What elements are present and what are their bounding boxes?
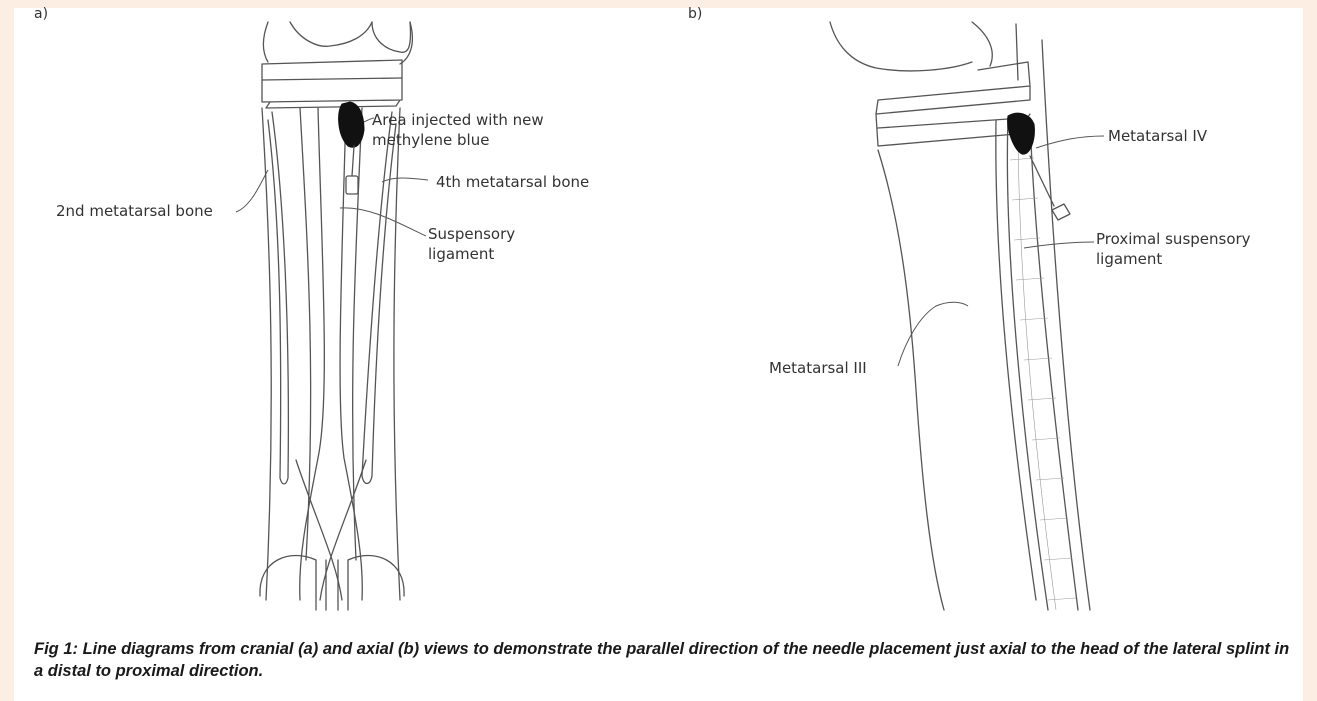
panel-b-drawing: [830, 22, 1104, 610]
label-metatarsal-iii: Metatarsal III: [769, 358, 867, 378]
label-proximal-suspensory: Proximal suspensory ligament: [1096, 229, 1251, 269]
tarsal-block-b: [876, 86, 1030, 114]
needle-a: [352, 146, 354, 176]
metatarsal-shaft-left: [262, 108, 271, 600]
metatarsal-shaft-right: [394, 108, 400, 600]
tarsal-bone-mid: [290, 22, 372, 46]
label-injection-area: Area injected with new methylene blue: [372, 110, 544, 150]
label-suspensory-ligament: Suspensory ligament: [428, 224, 515, 264]
metatarsal-iii-outline: [878, 150, 944, 610]
figure-panel: a) b) Area injected with new methylene b…: [14, 8, 1303, 701]
label-metatarsal-iv: Metatarsal IV: [1108, 126, 1207, 146]
label-4th-metatarsal: 4th metatarsal bone: [436, 172, 589, 192]
figure-caption: Fig 1: Line diagrams from cranial (a) an…: [34, 638, 1294, 682]
dye-area-a: [339, 102, 364, 147]
line-diagram: [14, 8, 1303, 633]
panel-b-letter: b): [688, 6, 702, 22]
splint-4th: [362, 112, 396, 484]
tarsal-bone-left: [264, 22, 269, 62]
panel-a-letter: a): [34, 6, 48, 22]
dye-area-b: [1008, 113, 1035, 154]
tarsal-block: [262, 60, 402, 102]
label-2nd-metatarsal: 2nd metatarsal bone: [56, 201, 213, 221]
